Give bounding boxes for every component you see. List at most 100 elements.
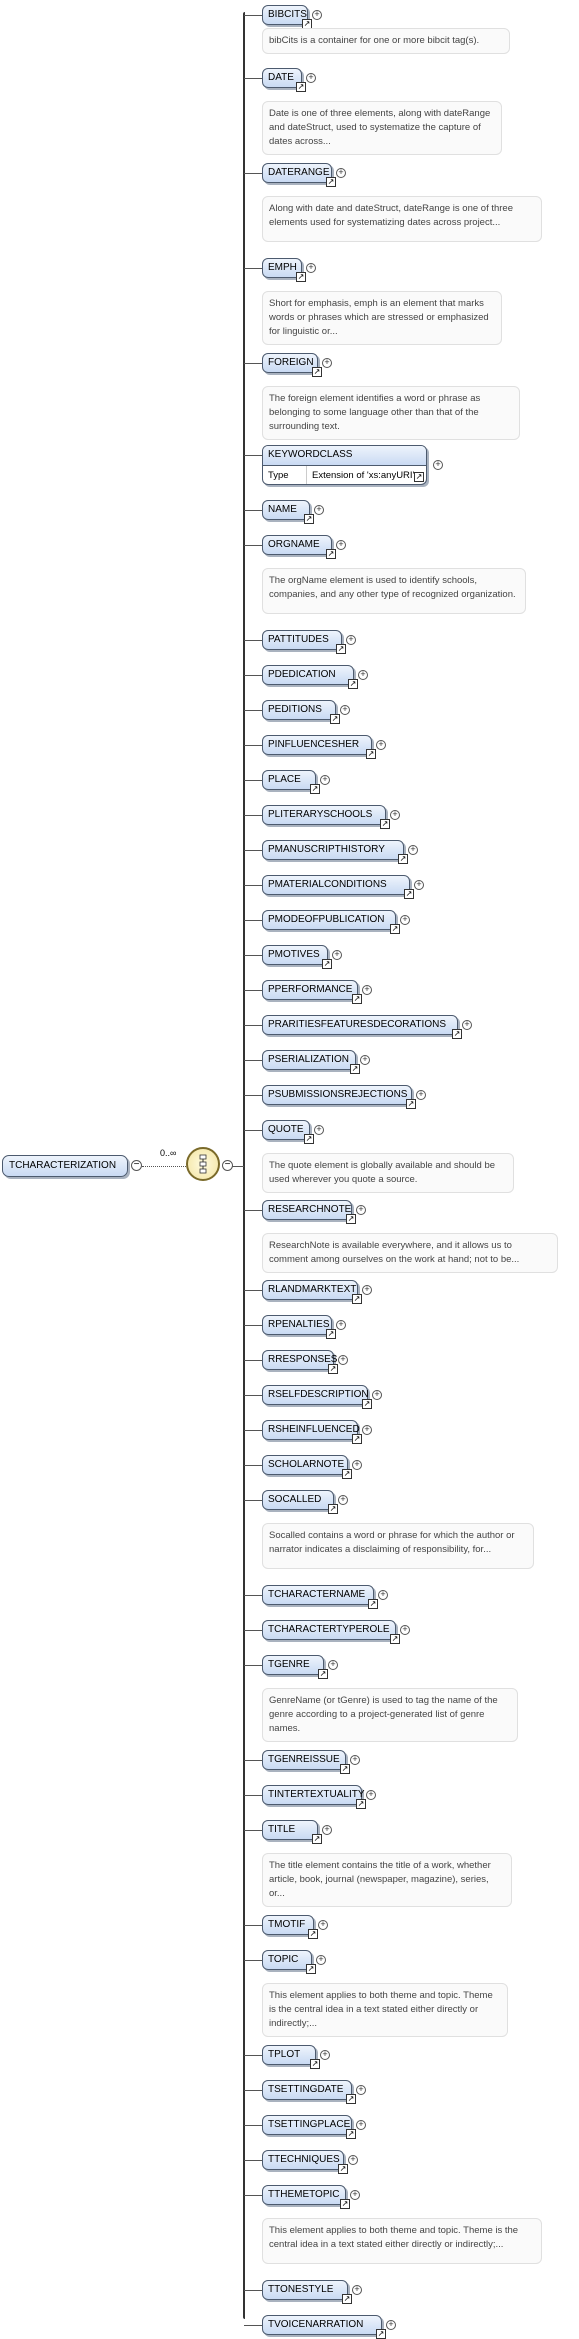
element-psubmissionsrejections[interactable]: PSUBMISSIONSREJECTIONS↗ bbox=[262, 1085, 416, 1109]
expand-icon[interactable]: + bbox=[358, 670, 368, 680]
expand-icon[interactable]: + bbox=[338, 1355, 348, 1365]
expand-icon[interactable]: + bbox=[408, 845, 418, 855]
expand-icon[interactable]: + bbox=[378, 1590, 388, 1600]
element-bibcits[interactable]: BIBCITS↗ bbox=[262, 5, 312, 29]
expand-icon[interactable]: + bbox=[322, 1825, 332, 1835]
expand-icon[interactable]: + bbox=[356, 2120, 366, 2130]
expand-icon[interactable]: + bbox=[332, 950, 342, 960]
expand-icon[interactable]: + bbox=[356, 2085, 366, 2095]
expand-icon[interactable]: + bbox=[346, 635, 356, 645]
element-pserialization[interactable]: PSERIALIZATION↗ bbox=[262, 1050, 360, 1074]
element-rselfdescription[interactable]: RSELFDESCRIPTION↗ bbox=[262, 1385, 372, 1409]
element-researchnote[interactable]: RESEARCHNOTE↗ bbox=[262, 1200, 356, 1224]
sequence-collapse-icon[interactable]: − bbox=[222, 1160, 233, 1171]
expand-icon[interactable]: + bbox=[350, 1755, 360, 1765]
element-pdedication[interactable]: PDEDICATION↗ bbox=[262, 665, 358, 689]
expand-icon[interactable]: + bbox=[376, 740, 386, 750]
element-peditions[interactable]: PEDITIONS↗ bbox=[262, 700, 340, 724]
element-rresponses[interactable]: RRESPONSES↗ bbox=[262, 1350, 338, 1374]
element-pinfluencesher[interactable]: PINFLUENCESHER↗ bbox=[262, 735, 376, 759]
element-tthemetopic[interactable]: TTHEMETOPIC↗ bbox=[262, 2185, 350, 2209]
root-element[interactable]: TCHARACTERIZATION bbox=[2, 1155, 128, 1177]
element-rpenalties[interactable]: RPENALTIES↗ bbox=[262, 1315, 336, 1339]
element-daterange[interactable]: DATERANGE↗ bbox=[262, 163, 336, 187]
element-title[interactable]: TITLE↗ bbox=[262, 1820, 322, 1844]
expand-icon[interactable]: + bbox=[318, 1920, 328, 1930]
expand-icon[interactable]: + bbox=[314, 1125, 324, 1135]
expand-icon[interactable]: + bbox=[336, 168, 346, 178]
element-pmaterialconditions[interactable]: PMATERIALCONDITIONS↗ bbox=[262, 875, 414, 899]
expand-icon[interactable]: + bbox=[336, 1320, 346, 1330]
element-pperformance[interactable]: PPERFORMANCE↗ bbox=[262, 980, 362, 1004]
expand-icon[interactable]: + bbox=[316, 1955, 326, 1965]
element-quote[interactable]: QUOTE↗ bbox=[262, 1120, 314, 1144]
expand-icon[interactable]: + bbox=[414, 880, 424, 890]
element-tgenreissue[interactable]: TGENREISSUE↗ bbox=[262, 1750, 350, 1774]
element-ttechniques[interactable]: TTECHNIQUES↗ bbox=[262, 2150, 348, 2174]
element-pmanuscripthistory[interactable]: PMANUSCRIPTHISTORY↗ bbox=[262, 840, 408, 864]
element-tvoicenarration[interactable]: TVOICENARRATION↗ bbox=[262, 2315, 386, 2339]
element-rsheinfluenced[interactable]: RSHEINFLUENCED↗ bbox=[262, 1420, 362, 1444]
expand-icon[interactable]: + bbox=[366, 1790, 376, 1800]
expand-icon[interactable]: + bbox=[328, 1660, 338, 1670]
element-connector bbox=[244, 78, 262, 79]
element-pattitudes[interactable]: PATTITUDES↗ bbox=[262, 630, 346, 654]
expand-icon[interactable]: + bbox=[340, 705, 350, 715]
expand-icon[interactable]: + bbox=[362, 1425, 372, 1435]
expand-icon[interactable]: + bbox=[362, 985, 372, 995]
element-label: PMODEOFPUBLICATION bbox=[268, 914, 385, 925]
element-name[interactable]: NAME↗ bbox=[262, 500, 314, 524]
sequence-compositor-icon[interactable] bbox=[186, 1147, 220, 1181]
expand-icon[interactable]: + bbox=[400, 1625, 410, 1635]
element-tsettingplace[interactable]: TSETTINGPLACE↗ bbox=[262, 2115, 356, 2139]
element-praritiesfeaturesdecorations[interactable]: PRARITIESFEATURESDECORATIONS↗ bbox=[262, 1015, 462, 1039]
element-topic[interactable]: TOPIC↗ bbox=[262, 1950, 316, 1974]
expand-icon[interactable]: + bbox=[400, 915, 410, 925]
expand-icon[interactable]: + bbox=[352, 1460, 362, 1470]
element-date[interactable]: DATE↗ bbox=[262, 68, 306, 92]
root-collapse-icon[interactable]: − bbox=[131, 1160, 142, 1171]
element-tcharactername[interactable]: TCHARACTERNAME↗ bbox=[262, 1585, 378, 1609]
expand-icon[interactable]: + bbox=[362, 1285, 372, 1295]
expand-icon[interactable]: + bbox=[462, 1020, 472, 1030]
element-tcharactertyperole[interactable]: TCHARACTERTYPEROLE↗ bbox=[262, 1620, 400, 1644]
expand-icon[interactable]: + bbox=[320, 775, 330, 785]
expand-icon[interactable]: + bbox=[320, 2050, 330, 2060]
expand-icon[interactable]: + bbox=[350, 2190, 360, 2200]
element-foreign[interactable]: FOREIGN↗ bbox=[262, 353, 322, 377]
element-pmotives[interactable]: PMOTIVES↗ bbox=[262, 945, 332, 969]
element-tmotif[interactable]: TMOTIF↗ bbox=[262, 1915, 318, 1939]
expand-icon[interactable]: + bbox=[352, 2285, 362, 2295]
element-pmodeofpublication[interactable]: PMODEOFPUBLICATION↗ bbox=[262, 910, 400, 934]
element-tplot[interactable]: TPLOT↗ bbox=[262, 2045, 320, 2069]
expand-icon[interactable]: + bbox=[314, 505, 324, 515]
expand-icon[interactable]: + bbox=[356, 1205, 366, 1215]
expand-icon[interactable]: + bbox=[360, 1055, 370, 1065]
expand-icon[interactable]: + bbox=[306, 73, 316, 83]
expand-icon[interactable]: + bbox=[372, 1390, 382, 1400]
root-element-label: TCHARACTERIZATION bbox=[9, 1160, 117, 1171]
expand-icon[interactable]: + bbox=[433, 460, 443, 470]
element-place[interactable]: PLACE↗ bbox=[262, 770, 320, 794]
element-tsettingdate[interactable]: TSETTINGDATE↗ bbox=[262, 2080, 356, 2104]
element-orgname[interactable]: ORGNAME↗ bbox=[262, 535, 336, 559]
expand-icon[interactable]: + bbox=[390, 810, 400, 820]
element-emph[interactable]: EMPH↗ bbox=[262, 258, 306, 282]
expand-icon[interactable]: + bbox=[386, 2320, 396, 2330]
element-rlandmarktext[interactable]: RLANDMARKTEXT↗ bbox=[262, 1280, 362, 1304]
element-scholarnote[interactable]: SCHOLARNOTE↗ bbox=[262, 1455, 352, 1479]
expand-icon[interactable]: + bbox=[348, 2155, 358, 2165]
expand-icon[interactable]: + bbox=[416, 1090, 426, 1100]
expand-icon[interactable]: + bbox=[322, 358, 332, 368]
element-pliteraryschools[interactable]: PLITERARYSCHOOLS↗ bbox=[262, 805, 390, 829]
element-socalled[interactable]: SOCALLED↗ bbox=[262, 1490, 338, 1514]
expand-icon[interactable]: + bbox=[338, 1495, 348, 1505]
expand-icon[interactable]: + bbox=[312, 10, 322, 20]
element-tintertextuality[interactable]: TINTERTEXTUALITY↗ bbox=[262, 1785, 366, 1809]
expand-icon[interactable]: + bbox=[306, 263, 316, 273]
expand-icon[interactable]: + bbox=[336, 540, 346, 550]
element-tgenre[interactable]: TGENRE↗ bbox=[262, 1655, 328, 1679]
reference-arrow-icon: ↗ bbox=[312, 367, 322, 377]
element-ttonestyle[interactable]: TTONESTYLE↗ bbox=[262, 2280, 352, 2304]
